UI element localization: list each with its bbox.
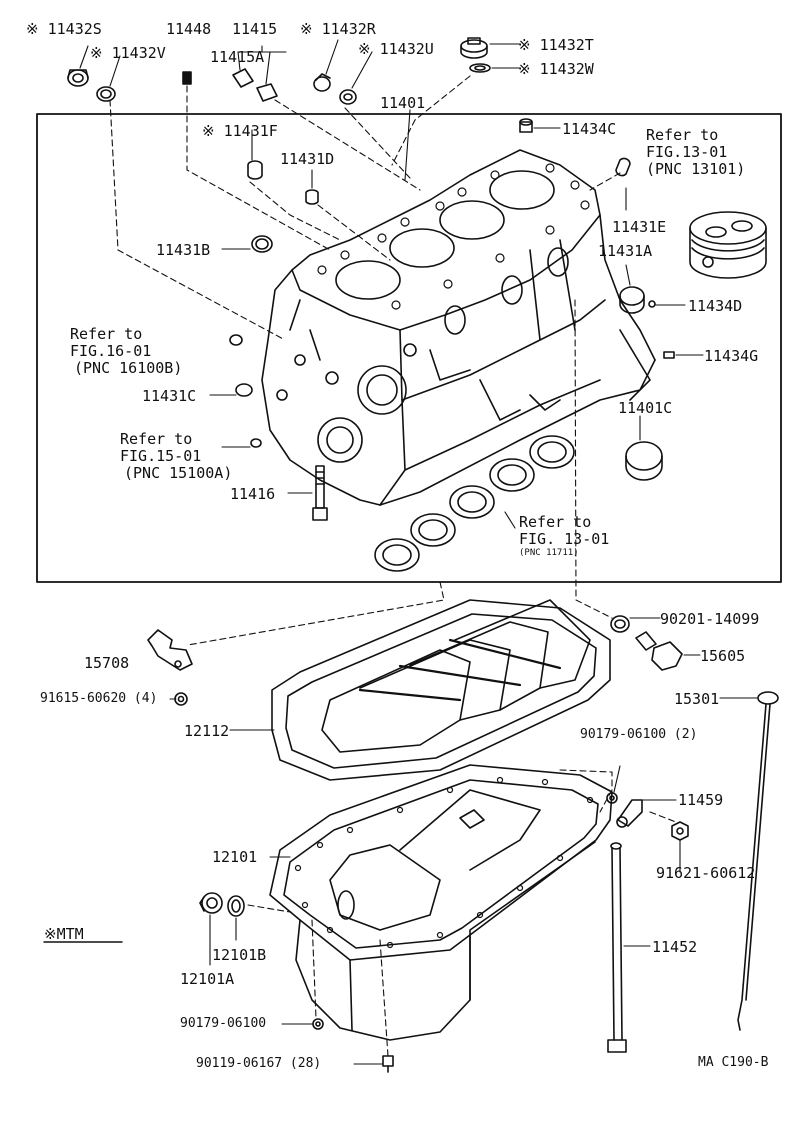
ref-13101-line1: Refer to xyxy=(646,126,719,144)
bolt-91615 xyxy=(174,692,188,706)
ref-15100A-line1: Refer to xyxy=(120,430,193,448)
label-91615: 91615-60620 (4) xyxy=(40,691,158,706)
label-11431C: 11431C xyxy=(142,387,197,405)
gasket-12101B xyxy=(227,895,245,917)
piston-illustration xyxy=(689,211,767,279)
plug-11432T xyxy=(460,37,488,59)
label-11431D: 11431D xyxy=(280,150,335,168)
label-90179-2: 90179-06100 (2) xyxy=(580,727,698,742)
dipstick-guide-11452 xyxy=(607,842,627,1053)
label-12101B: 12101B xyxy=(212,946,267,964)
label-11401C: 11401C xyxy=(618,399,673,417)
label-11432S: ※ 11432S xyxy=(26,20,102,38)
label-11434C-top: 11434C xyxy=(562,120,617,138)
ref-11711-line2: FIG. 13-01 xyxy=(519,530,610,548)
plug-11432R xyxy=(313,73,331,92)
drain-plug-15605 xyxy=(635,631,683,671)
nut-90179 xyxy=(312,1018,324,1030)
label-11431A: 11431A xyxy=(598,242,653,260)
dipstick-15301 xyxy=(737,691,779,1031)
label-12112: 12112 xyxy=(184,722,230,740)
label-11448: 11448 xyxy=(166,20,212,38)
label-11416: 11416 xyxy=(230,485,276,503)
ref-16100B-line1: Refer to xyxy=(70,325,143,343)
oil-pan-gasket-12112 xyxy=(271,599,611,781)
label-11432W: ※ 11432W xyxy=(518,60,594,78)
label-90201: 90201-14099 xyxy=(660,610,760,628)
label-90119: 90119-06167 (28) xyxy=(196,1056,322,1071)
label-11401: 11401 xyxy=(380,94,426,112)
ref-16100B-line3: (PNC 16100B) xyxy=(74,359,183,377)
bolt-91621 xyxy=(671,821,689,841)
label-11434D: 11434D xyxy=(688,297,743,315)
label-15708: 15708 xyxy=(84,654,130,672)
gasket-11432W xyxy=(469,63,491,73)
label-15301: 15301 xyxy=(674,690,720,708)
label-91621: 91621-60612 xyxy=(656,864,756,882)
label-11431E: 11431E xyxy=(612,218,667,236)
ref-13101-line2: FIG.13-01 xyxy=(646,143,728,161)
label-11432V: ※ 11432V xyxy=(90,44,166,62)
oil-pan-12101 xyxy=(269,764,613,1041)
label-15605: 15605 xyxy=(700,647,746,665)
label-11452: 11452 xyxy=(652,938,698,956)
label-11431F: ※ 11431F xyxy=(202,122,278,140)
crankshaft-bearings xyxy=(374,435,575,572)
pin-11415 xyxy=(232,68,278,102)
bracket-15708 xyxy=(147,629,193,671)
label-12101A: 12101A xyxy=(180,970,235,988)
label-12101: 12101 xyxy=(212,848,258,866)
gasket-90201 xyxy=(610,615,630,633)
block-group-frame xyxy=(36,113,782,583)
ref-15100A-line3: (PNC 15100A) xyxy=(124,464,233,482)
label-11459: 11459 xyxy=(678,791,724,809)
nut-90179-pair xyxy=(606,792,618,804)
label-90179: 90179-06100 xyxy=(180,1016,267,1031)
plug-11432S xyxy=(67,69,89,87)
bracket-11459 xyxy=(616,799,643,828)
label-11434G: 11434G xyxy=(704,347,759,365)
gasket-11432U xyxy=(339,89,357,105)
small-block-parts xyxy=(229,118,675,481)
ref-16100B-line2: FIG.16-01 xyxy=(70,342,152,360)
label-11432T: ※ 11432T xyxy=(518,36,594,54)
diagram-code: MA C190-B xyxy=(698,1055,769,1070)
label-11415A: 11415A xyxy=(210,48,265,66)
ref-11711-line1: Refer to xyxy=(519,513,592,531)
bolt-11416 xyxy=(312,465,328,521)
plug-12101A xyxy=(199,892,223,914)
pin-11448 xyxy=(182,71,192,85)
cylinder-block-11401 xyxy=(261,149,656,506)
ref-13101-line3: (PNC 13101) xyxy=(646,160,746,178)
label-11431B: 11431B xyxy=(156,241,211,259)
label-mtm: ※MTM xyxy=(44,925,84,943)
ref-11711-line3: (PNC 11711) xyxy=(519,548,579,558)
bolt-90119 xyxy=(382,1055,394,1073)
gasket-11432V xyxy=(96,86,116,102)
label-11415: 11415 xyxy=(232,20,278,38)
ref-15100A-line2: FIG.15-01 xyxy=(120,447,202,465)
label-11432R: ※ 11432R xyxy=(300,20,376,38)
label-11432U: ※ 11432U xyxy=(358,40,434,58)
